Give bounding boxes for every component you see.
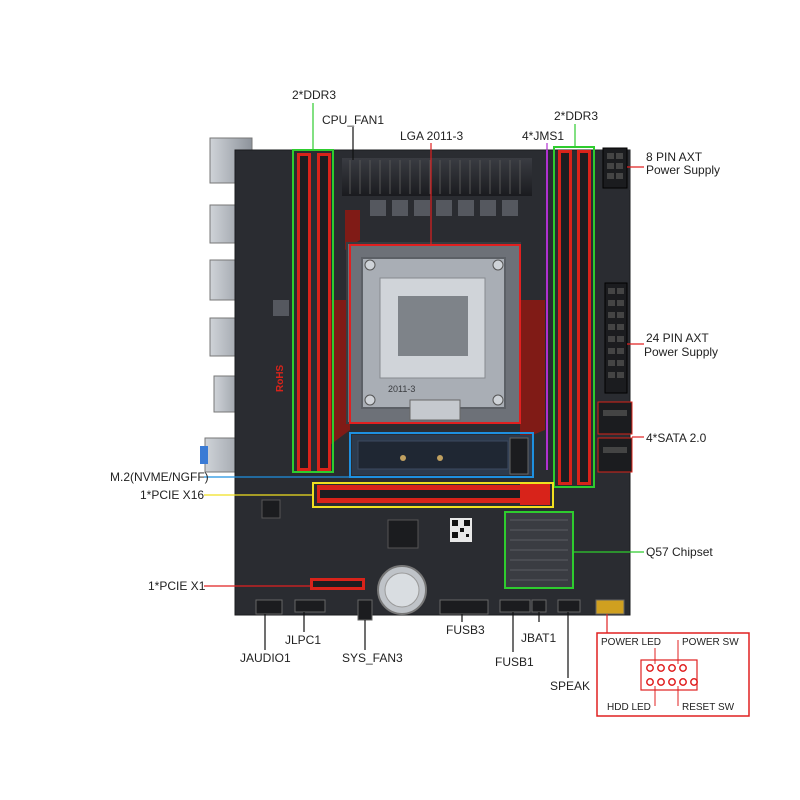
highlight-boxes <box>292 146 595 589</box>
leader-lines <box>204 103 644 678</box>
label-power-sw: POWER SW <box>682 637 739 648</box>
label-jaudio: JAUDIO1 <box>240 651 291 665</box>
label-8pin-line2: Power Supply <box>646 163 720 177</box>
label-m2: M.2(NVME/NGFF) <box>110 470 209 484</box>
label-lga: LGA 2011-3 <box>400 129 463 143</box>
pcie-x1-slot <box>310 578 365 590</box>
label-pcie16: 1*PCIE X16 <box>140 488 204 502</box>
socket-silkscreen: 2011-3 <box>388 384 415 394</box>
label-24pin-line1: 24 PIN AXT <box>646 331 709 345</box>
label-jlpc: JLPC1 <box>285 633 321 647</box>
ram-slots-right <box>558 150 591 485</box>
board-accent-stripes <box>330 210 545 445</box>
ram-slots-left <box>297 153 331 471</box>
label-ddr3-left: 2*DDR3 <box>292 88 336 102</box>
chipset-heatsink <box>505 512 572 587</box>
label-chipset: Q57 Chipset <box>646 545 713 559</box>
label-sysfan: SYS_FAN3 <box>342 651 403 665</box>
pcie-x16-slot <box>317 483 550 505</box>
sata-ports <box>597 401 633 473</box>
vrm-heatsink <box>342 158 532 216</box>
label-8pin-line1: 8 PIN AXT <box>646 150 703 164</box>
misc-chips <box>261 300 472 549</box>
rohs-silkscreen: RoHS <box>275 364 286 392</box>
label-pcie1: 1*PCIE X1 <box>148 579 206 593</box>
label-power-led: POWER LED <box>601 637 661 648</box>
label-fusb3: FUSB3 <box>446 623 485 637</box>
8pin-connector <box>602 147 628 189</box>
label-hdd-led: HDD LED <box>607 702 651 713</box>
label-cpu-fan: CPU_FAN1 <box>322 113 384 127</box>
ddr3-right-box <box>553 146 595 488</box>
front-panel-inset: POWER LED POWER SW HDD LED RESET SW <box>596 632 750 717</box>
chipset-box <box>504 511 574 589</box>
bottom-headers <box>255 599 625 621</box>
lga-box <box>349 244 521 424</box>
cpu-socket: 2011-3 <box>346 242 521 424</box>
label-fusb1: FUSB1 <box>495 655 534 669</box>
label-jms: 4*JMS1 <box>522 129 564 143</box>
cmos-battery <box>377 565 427 615</box>
label-jbat: JBAT1 <box>521 631 556 645</box>
label-reset-sw: RESET SW <box>682 702 735 713</box>
m2-box <box>349 432 534 478</box>
m2-slot <box>352 435 532 475</box>
label-speak: SPEAK <box>550 679 590 693</box>
label-24pin-line2: Power Supply <box>644 345 718 359</box>
label-ddr3-right: 2*DDR3 <box>554 109 598 123</box>
label-sata: 4*SATA 2.0 <box>646 431 707 445</box>
